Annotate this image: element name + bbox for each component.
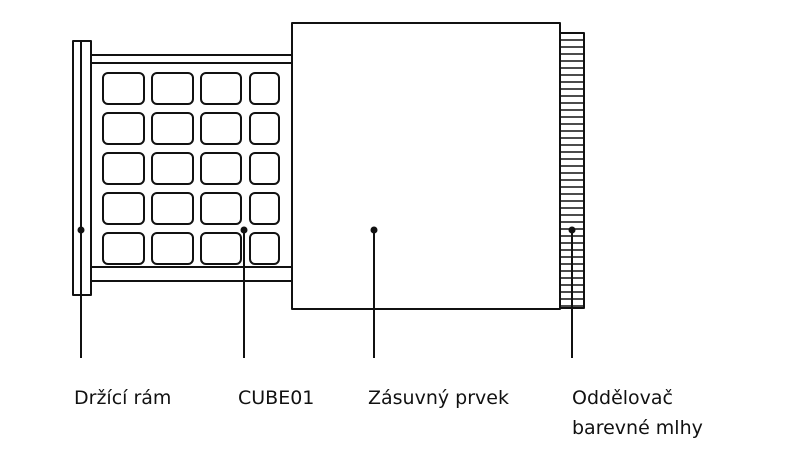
holding-frame-label: Držící rám: [74, 387, 172, 409]
leader-dot-sliding-part: [370, 226, 378, 234]
cube-cell: [249, 152, 280, 185]
cube-grid: [102, 72, 280, 265]
cube-cell: [151, 72, 194, 105]
cube-cell: [249, 232, 280, 265]
cube-cell: [249, 72, 280, 105]
leader-dot-holding-frame: [77, 226, 85, 234]
cube01-tray: [90, 54, 293, 282]
sliding-part-label: Zásuvný prvek: [368, 387, 509, 409]
cube-cell: [200, 112, 242, 145]
cube-cell: [200, 192, 242, 225]
cube-cell: [200, 232, 242, 265]
cube-cell: [151, 192, 194, 225]
cube-cell: [200, 152, 242, 185]
fog-separator-label-line2: barevné mlhy: [572, 417, 703, 439]
cube-cell: [102, 112, 145, 145]
sliding-part: [291, 22, 561, 310]
cube01-label: CUBE01: [238, 387, 315, 409]
separator-hatch: [560, 39, 584, 307]
cube-cell: [249, 112, 280, 145]
cube-cell: [200, 72, 242, 105]
cube-cell: [151, 232, 194, 265]
cube-cell: [102, 192, 145, 225]
cube-cell: [249, 192, 280, 225]
leader-dot-cube01: [240, 226, 248, 234]
fog-separator-label-line1: Oddělovač: [572, 387, 674, 409]
cube-cell: [102, 72, 145, 105]
cube-cell: [151, 112, 194, 145]
cube-cell: [151, 152, 194, 185]
cube-cell: [102, 232, 145, 265]
leader-dot-separator: [568, 226, 576, 234]
fog-separator-label: Oddělovač barevné mlhy: [572, 383, 703, 443]
cube-cell: [102, 152, 145, 185]
